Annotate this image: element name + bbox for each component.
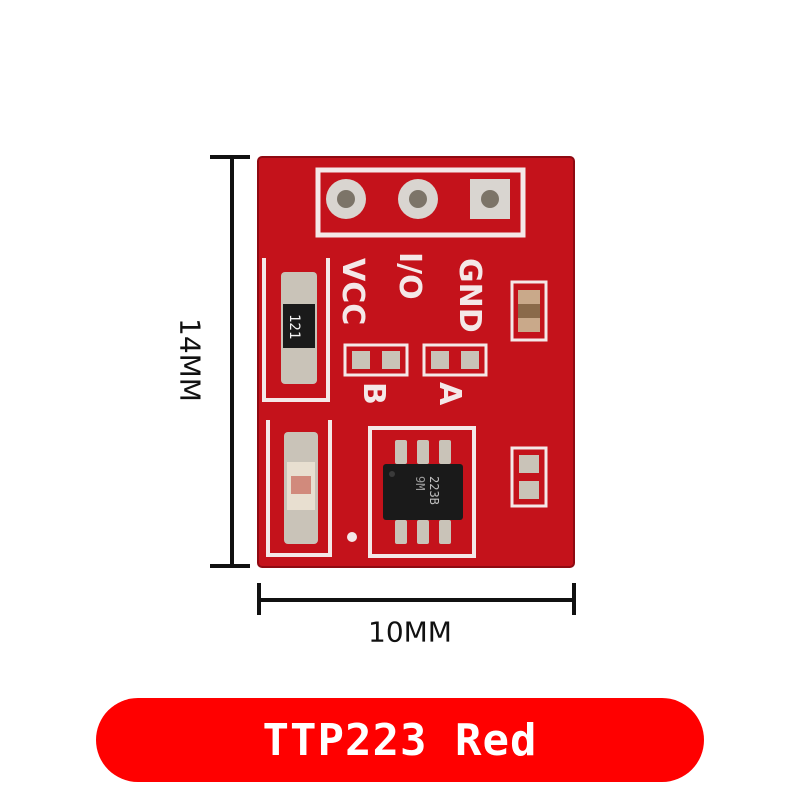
resistor-marking: 121 — [286, 314, 302, 339]
header-pin-pads — [326, 179, 510, 219]
silk-gnd-label: GND — [452, 258, 487, 333]
ttp223-chip — [368, 426, 476, 558]
silk-io-label: I/O — [392, 252, 427, 300]
silk-vcc-label: VCC — [335, 258, 370, 325]
jumper-a-pads — [422, 343, 488, 377]
resistor-component — [262, 258, 330, 402]
product-label-banner: TTP223 Red — [96, 698, 704, 782]
capacitor-component — [510, 280, 548, 342]
pin1-dot — [347, 532, 357, 542]
pcb-board — [257, 156, 575, 568]
jumper-b-pads — [343, 343, 409, 377]
product-label-text: TTP223 Red — [262, 714, 538, 766]
width-dimension-line — [257, 583, 576, 615]
width-dimension-label: 10MM — [368, 615, 452, 649]
led-component — [266, 420, 332, 557]
height-dimension-line — [210, 155, 250, 568]
right-pads — [510, 446, 548, 508]
chip-code-marking: 9M — [413, 476, 427, 490]
silk-b-label: B — [356, 382, 391, 405]
silk-a-label: A — [432, 382, 467, 406]
chip-marking: 223B — [427, 476, 441, 505]
height-dimension-label: 14MM — [173, 318, 207, 402]
